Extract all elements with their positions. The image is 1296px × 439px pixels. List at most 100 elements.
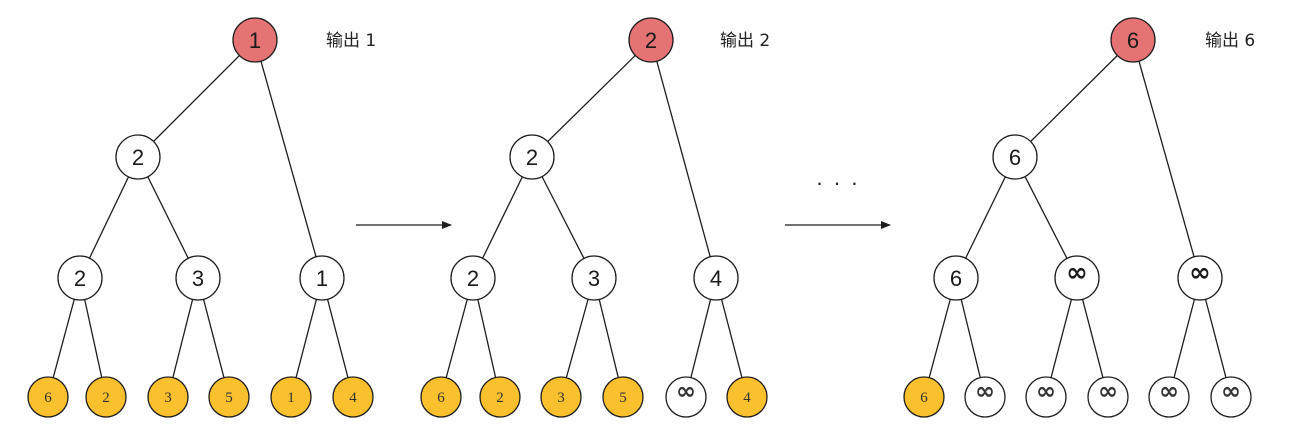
tree-3-level2-node-value: ∞ (1066, 258, 1088, 288)
edge-root-left (531, 39, 652, 158)
tree-2-leaf-node-circle (540, 376, 582, 418)
tree-2-leaf-node: 4 (726, 376, 768, 418)
tree-1-leaf-node: 5 (208, 376, 250, 418)
edge-root-right (254, 39, 323, 279)
edges-layer (47, 39, 1232, 398)
tree-1-leaf-node-value: 5 (225, 390, 233, 406)
tree-3-leaf-node-circle (1087, 376, 1129, 418)
tree-1-leaf-node: 3 (147, 376, 189, 418)
tree-1-leaf-node-circle (332, 376, 374, 418)
tree-2-leaf-node-value: ∞ (676, 377, 696, 405)
tree-1-level2-node-circle (57, 255, 103, 301)
tree-2-root-node: 2 (628, 17, 674, 63)
tree-1-leaf-node-circle (208, 376, 250, 418)
tree-2-leaf-node-value: 4 (743, 390, 751, 406)
tree-3-leaf-node: ∞ (1025, 376, 1067, 418)
tree-1-root-node: 1 (232, 17, 278, 63)
tree-1-root-node-value: 1 (249, 28, 261, 53)
tree-1-level2-node: 3 (175, 255, 221, 301)
tree-3-level2-node-value: 6 (950, 266, 962, 291)
tree-3-level2-node: 6 (933, 255, 979, 301)
tree-2-leaf-node-circle (726, 376, 768, 418)
tree-3-leaf-node-value: ∞ (1098, 377, 1118, 405)
tree-3-level2-node-value: ∞ (1189, 258, 1211, 288)
edge-root-right (1132, 39, 1201, 279)
tree-2-level2-node-value: 4 (710, 266, 722, 291)
tree-2-level2-node-circle (450, 255, 496, 301)
tree-1-level1-node: 2 (115, 134, 161, 180)
tree-1-level1-node-circle (115, 134, 161, 180)
tree-2-level1-node: 2 (509, 134, 555, 180)
tree-3-leaf-node-circle (1148, 376, 1190, 418)
tree-2-level2-node-value: 2 (467, 266, 479, 291)
tree-1-leaf-node-circle (27, 376, 69, 418)
tree-1-leaf-node-value: 3 (164, 390, 172, 406)
tree-1-level2-node-circle (175, 255, 221, 301)
tree-3-level2-node: ∞ (1177, 255, 1223, 301)
tree-3-leaf-node-circle (1210, 376, 1252, 418)
tree-3-root-node-circle (1110, 17, 1156, 63)
tree-3-leaf-node: ∞ (1210, 376, 1252, 418)
tree-2-root-node-value: 2 (645, 28, 657, 53)
tree-2-leaf-node: 3 (540, 376, 582, 418)
tree-2-leaf-node-circle (602, 376, 644, 418)
tree-3-level2-node-circle (1177, 255, 1223, 301)
tree-3-leaf-node: ∞ (1087, 376, 1129, 418)
tree-2-leaf-node: ∞ (665, 376, 707, 418)
tree-2-level2-node: 2 (450, 255, 496, 301)
tree-2-leaf-node-circle (665, 376, 707, 418)
edge-mid-right (531, 156, 595, 279)
tree-3-level2-node: ∞ (1054, 255, 1100, 301)
tree-2-leaf-node: 5 (602, 376, 644, 418)
tree-3-level1-node-circle (992, 134, 1038, 180)
tree-3-leaf-node-circle (1025, 376, 1067, 418)
tree-1-level1-node-value: 2 (132, 145, 144, 170)
tree-2-leaf-node-value: 2 (496, 390, 504, 406)
tree-3-leaf-node-circle (964, 376, 1006, 418)
tree-3-root-node: 6 (1110, 17, 1156, 63)
output-label: 输出 2 (720, 31, 770, 51)
tree-3-leaf-node-value: ∞ (1159, 377, 1179, 405)
tree-1-leaf-node-value: 2 (102, 390, 110, 406)
tree-3-leaf-node-value: ∞ (1036, 377, 1056, 405)
tree-2-leaf-node: 6 (420, 376, 462, 418)
ellipsis: · · · (816, 170, 860, 195)
tree-1-level2-node-value: 2 (74, 266, 86, 291)
tree-1-leaf-node-value: 1 (287, 390, 295, 406)
tree-2-leaf-node-circle (420, 376, 462, 418)
tree-3-leaf-node-value: ∞ (975, 377, 995, 405)
edge-root-left (137, 39, 256, 158)
tree-3-level2-node-circle (933, 255, 979, 301)
tree-1-leaf-node: 2 (85, 376, 127, 418)
tree-3-leaf-node: ∞ (1148, 376, 1190, 418)
tree-3-leaf-node-value: 6 (920, 390, 928, 406)
tree-2-level1-node-value: 2 (526, 145, 538, 170)
tree-2-leaf-node-value: 5 (619, 390, 627, 406)
tree-3-leaf-node-circle (903, 376, 945, 418)
tree-3-root-node-value: 6 (1127, 28, 1139, 53)
tree-2-level1-node-circle (509, 134, 555, 180)
tree-2-leaf-node-value: 3 (557, 390, 565, 406)
tree-1-leaf-node-value: 4 (349, 390, 357, 406)
edge-root-left (1014, 39, 1134, 158)
tree-2-level2-node-circle (693, 255, 739, 301)
tree-3-level1-node: 6 (992, 134, 1038, 180)
tree-1-leaf-node-circle (147, 376, 189, 418)
tree-1-level2-node: 1 (299, 255, 345, 301)
tree-1-level2-node-value: 3 (192, 266, 204, 291)
tree-1-level2-node-circle (299, 255, 345, 301)
tree-2-level2-node-circle (571, 255, 617, 301)
tree-2-leaf-node-circle (479, 376, 521, 418)
tree-3-leaf-node: 6 (903, 376, 945, 418)
edge-root-right (650, 39, 717, 279)
tree-3-level1-node-value: 6 (1009, 145, 1021, 170)
tree-1-leaf-node: 4 (332, 376, 374, 418)
tree-1-root-node-circle (232, 17, 278, 63)
tree-2-level2-node-value: 3 (588, 266, 600, 291)
tree-2-level2-node: 3 (571, 255, 617, 301)
tree-1-leaf-node-circle (85, 376, 127, 418)
tree-2-leaf-node: 2 (479, 376, 521, 418)
